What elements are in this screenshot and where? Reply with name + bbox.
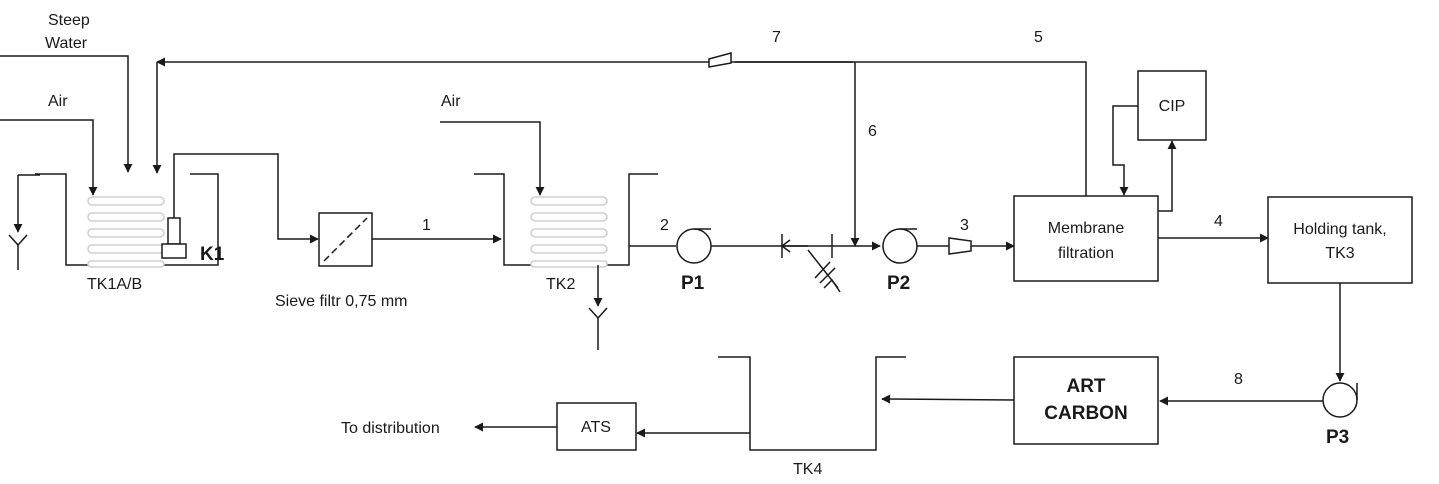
steep-label-line2: Water xyxy=(45,35,88,52)
air-label-tk1: Air xyxy=(48,93,68,110)
sieve-filter xyxy=(318,212,373,267)
cip-box xyxy=(1137,70,1207,141)
drain-tk1 xyxy=(8,174,40,270)
air-label-tk2: Air xyxy=(441,93,461,110)
drain-valve xyxy=(807,249,841,293)
label-p3: P3 xyxy=(1326,427,1349,448)
pipe-tk1-to-sieve xyxy=(173,153,319,244)
ats-box xyxy=(556,402,637,451)
stream-3-label: 3 xyxy=(960,217,969,234)
pump-p2 xyxy=(882,228,918,264)
membrane-filtration-box xyxy=(1013,195,1159,282)
reducer-7 xyxy=(708,52,732,68)
label-p1: P1 xyxy=(681,273,705,294)
stream-7-label: 7 xyxy=(772,29,781,46)
steep-water-line xyxy=(0,55,133,173)
air-line-tk1 xyxy=(0,119,98,196)
tank-tk4 xyxy=(718,356,906,451)
steep-label-line1: Steep xyxy=(48,12,90,29)
stream-6-label: 6 xyxy=(868,123,877,140)
ats-label: ATS xyxy=(581,419,611,436)
stream-4-label: 4 xyxy=(1214,213,1223,230)
holding-label-line2: TK3 xyxy=(1325,245,1354,262)
reducer-3 xyxy=(948,237,972,255)
art-carbon-box xyxy=(1013,356,1159,445)
stream-1-label: 1 xyxy=(422,217,431,234)
art-carbon-line1: ART xyxy=(1066,376,1105,397)
cip-return-line xyxy=(1158,140,1177,212)
stream-5-label: 5 xyxy=(1034,29,1043,46)
heating-coil-tk1 xyxy=(87,196,165,268)
heating-coil-tk2 xyxy=(530,196,608,268)
label-tk2: TK2 xyxy=(546,276,575,293)
label-p2: P2 xyxy=(887,273,910,294)
return-line-7 xyxy=(152,57,853,174)
pipe-carbon-to-tk4 xyxy=(881,394,1015,404)
stream-5-line xyxy=(735,61,1087,196)
label-sieve: Sieve filtr 0,75 mm xyxy=(275,293,407,310)
label-tk4: TK4 xyxy=(793,461,822,478)
check-valve xyxy=(780,234,833,258)
cip-label: CIP xyxy=(1159,98,1186,115)
cip-supply-line xyxy=(1112,105,1138,196)
membrane-label-line2: filtration xyxy=(1058,245,1114,262)
label-tk1: TK1A/B xyxy=(87,276,142,293)
label-k1: K1 xyxy=(200,244,225,265)
art-carbon-line2: CARBON xyxy=(1044,403,1127,424)
air-line-tk2 xyxy=(440,121,545,196)
pump-p3 xyxy=(1322,382,1358,418)
stream-8-label: 8 xyxy=(1234,371,1243,388)
pump-k1 xyxy=(161,217,187,259)
membrane-label-line1: Membrane xyxy=(1048,220,1125,237)
stream-2-label: 2 xyxy=(660,217,669,234)
pump-p1 xyxy=(676,228,712,264)
to-distribution-label: To distribution xyxy=(341,420,440,437)
drain-tk2 xyxy=(588,265,608,350)
holding-tank-box xyxy=(1267,196,1413,284)
holding-label-line1: Holding tank, xyxy=(1293,221,1386,238)
